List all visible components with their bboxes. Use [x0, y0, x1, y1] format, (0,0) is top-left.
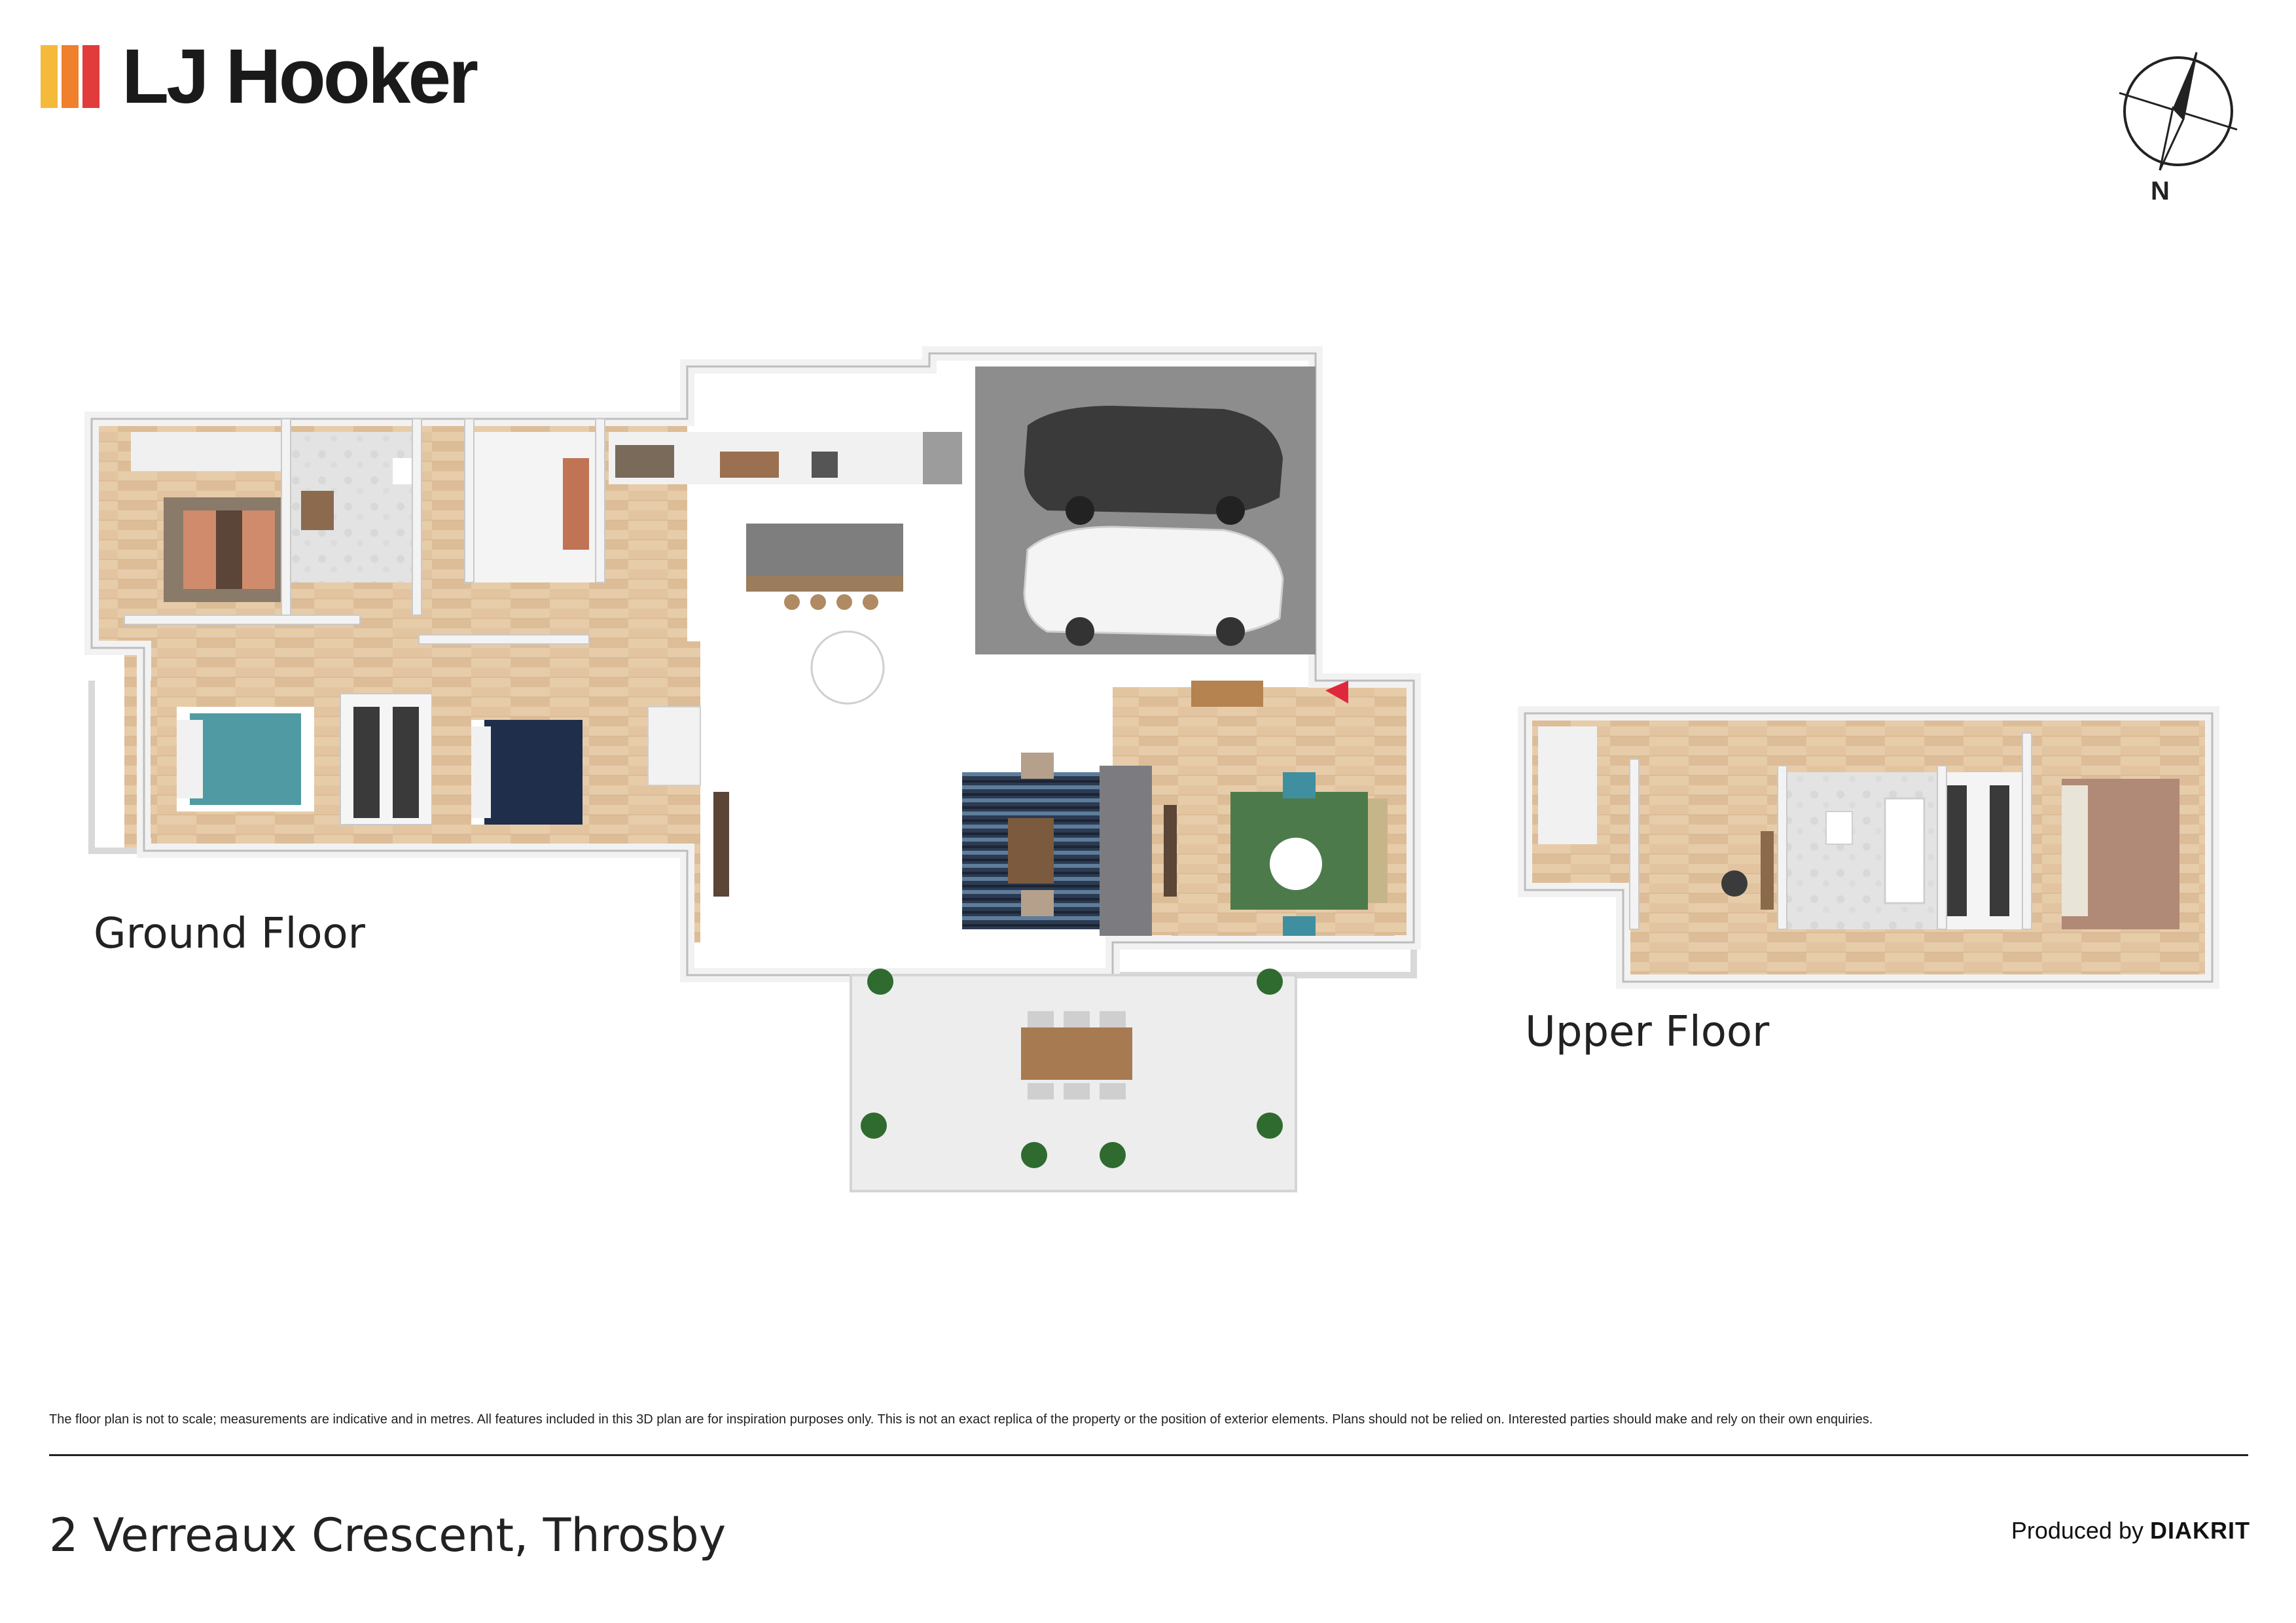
patio: [850, 969, 1297, 1192]
footer-divider: [49, 1454, 2248, 1456]
compass-label: N: [2151, 177, 2170, 205]
brand-logo: LJ Hooker: [41, 33, 478, 120]
north-arrow-icon: N: [2119, 52, 2238, 205]
disclaimer-text: The floor plan is not to scale; measurem…: [49, 1412, 1873, 1427]
upper-floor-label: Upper Floor: [1525, 1008, 1770, 1056]
brand-logo-mark: [41, 45, 99, 108]
upper-floor-plan: [1518, 706, 2219, 989]
entry-marker-icon: [1325, 681, 1348, 704]
car-dark-icon: [1024, 406, 1283, 525]
producer-prefix: Produced by: [2011, 1517, 2144, 1544]
producer-brand: DIAKRIT: [2150, 1517, 2250, 1544]
car-white-icon: [1023, 526, 1284, 646]
logo-bar-yellow: [41, 45, 58, 108]
brand-name: LJ Hooker: [122, 33, 478, 120]
logo-bar-orange: [62, 45, 79, 108]
ground-floor-label: Ground Floor: [94, 910, 365, 958]
property-address: 2 Verreaux Crescent, Throsby: [49, 1508, 726, 1562]
producer-credit: Produced by DIAKRIT: [2011, 1517, 2250, 1544]
logo-bar-red: [82, 45, 99, 108]
ground-floor-plan: [84, 346, 1421, 982]
